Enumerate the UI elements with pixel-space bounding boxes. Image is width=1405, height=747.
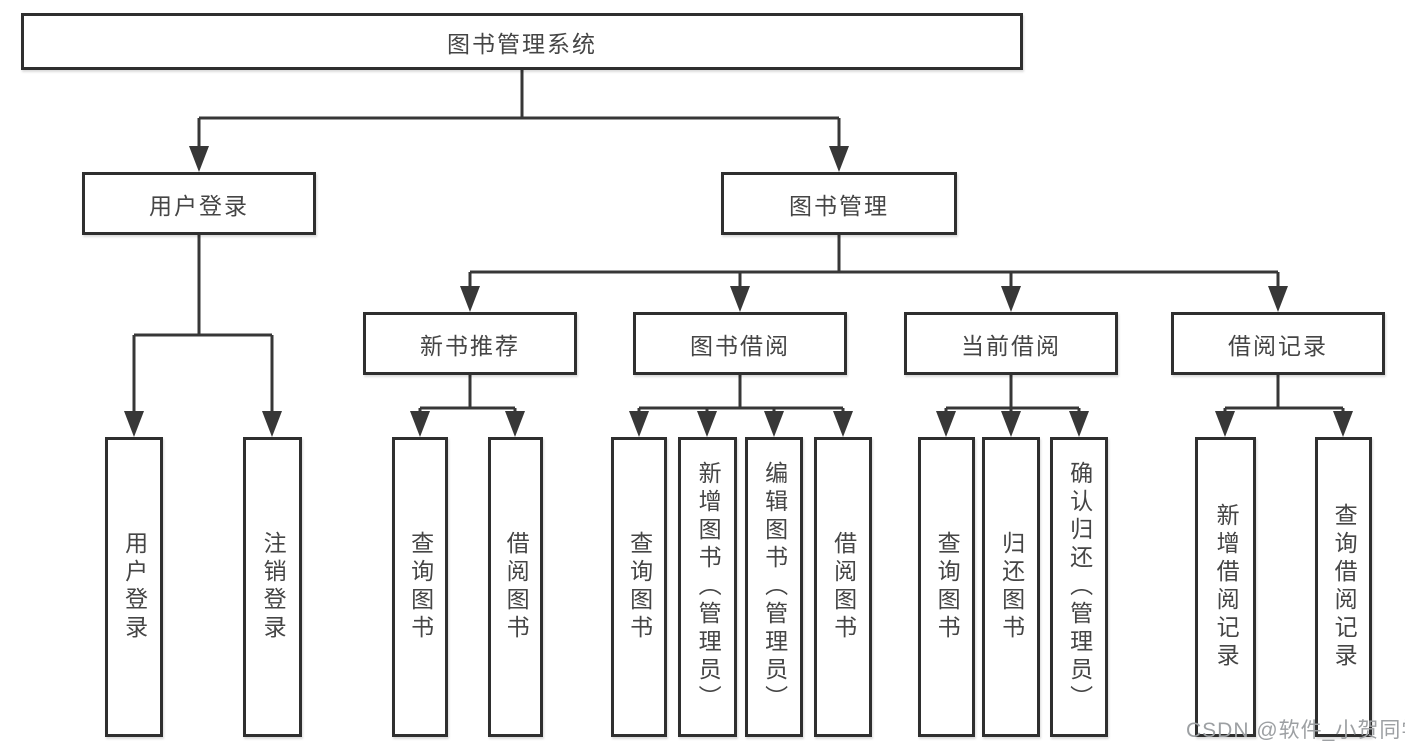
- node-leaf-add-borrow-record: 新增借阅记录: [1195, 437, 1256, 737]
- node-label: 新增图书（管理员）: [695, 461, 722, 713]
- node-current-borrowing: 当前借阅: [904, 312, 1118, 375]
- arrow-down-icon: [1001, 286, 1021, 312]
- arrow-down-icon: [189, 146, 209, 172]
- arrow-down-icon: [730, 286, 750, 312]
- arrow-down-icon: [936, 411, 956, 437]
- node-leaf-query-borrow-record: 查询借阅记录: [1315, 437, 1372, 737]
- connector-borrow-records-children: [1223, 375, 1345, 416]
- node-label: 用户登录: [149, 192, 249, 219]
- node-root-library-system: 图书管理系统: [21, 13, 1023, 70]
- connector-paths: [132, 70, 1345, 416]
- arrow-down-icon: [1268, 286, 1288, 312]
- node-book-borrowing: 图书借阅: [633, 312, 847, 375]
- node-label: 注销登录: [260, 531, 287, 643]
- connector-new-book-children: [418, 375, 517, 416]
- connector-book-mgmt-children: [468, 235, 1280, 292]
- node-label: 当前借阅: [961, 332, 1061, 359]
- node-leaf-query-books-recommend: 查询图书: [392, 437, 448, 737]
- arrow-down-icon: [460, 286, 480, 312]
- csdn-watermark: CSDN @软件_小贺同学: [1186, 719, 1405, 742]
- node-label: 查询图书: [934, 531, 961, 643]
- node-leaf-query-books-current: 查询图书: [918, 437, 975, 737]
- node-label: 查询图书: [407, 531, 434, 643]
- arrowhead-icons: [124, 146, 1353, 437]
- node-label: 确认归还（管理员）: [1066, 461, 1093, 713]
- arrow-down-icon: [1333, 411, 1353, 437]
- node-leaf-add-book-admin: 新增图书（管理员）: [678, 437, 737, 737]
- node-label: 编辑图书（管理员）: [761, 461, 788, 713]
- node-label: 图书借阅: [690, 332, 790, 359]
- node-label: 归还图书: [998, 531, 1025, 643]
- node-leaf-borrow-books-recommend: 借阅图书: [488, 437, 543, 737]
- node-new-book-recommend: 新书推荐: [363, 312, 577, 375]
- node-borrowing-records: 借阅记录: [1171, 312, 1385, 375]
- node-leaf-logout: 注销登录: [243, 437, 302, 737]
- arrow-down-icon: [829, 146, 849, 172]
- connector-root-to-level2: [197, 70, 841, 150]
- connector-book-borrow-children: [637, 375, 845, 416]
- connector-current-borrow-children: [944, 375, 1081, 416]
- node-label: 图书管理: [789, 192, 889, 219]
- arrow-down-icon: [697, 411, 717, 437]
- node-label: 借阅图书: [503, 531, 530, 643]
- node-label: 图书管理系统: [447, 30, 597, 57]
- node-leaf-return-books: 归还图书: [982, 437, 1040, 737]
- node-label: 用户登录: [121, 531, 148, 643]
- arrow-down-icon: [124, 411, 144, 437]
- node-label: 借阅记录: [1228, 332, 1328, 359]
- node-leaf-edit-book-admin: 编辑图书（管理员）: [745, 437, 803, 737]
- arrow-down-icon: [764, 411, 784, 437]
- node-leaf-query-books-borrowing: 查询图书: [611, 437, 667, 737]
- node-book-management: 图书管理: [721, 172, 957, 235]
- arrow-down-icon: [262, 411, 282, 437]
- node-label: 查询借阅记录: [1331, 503, 1358, 671]
- node-label: 借阅图书: [830, 531, 857, 643]
- connector-user-login-children: [132, 235, 274, 415]
- node-leaf-user-login: 用户登录: [105, 437, 163, 737]
- node-label: 新增借阅记录: [1213, 503, 1240, 671]
- node-leaf-confirm-return-admin: 确认归还（管理员）: [1050, 437, 1108, 737]
- arrow-down-icon: [1001, 411, 1021, 437]
- arrow-down-icon: [1069, 411, 1089, 437]
- node-label: 查询图书: [626, 531, 653, 643]
- arrow-down-icon: [410, 411, 430, 437]
- arrow-down-icon: [1215, 411, 1235, 437]
- node-leaf-borrow-books-borrowing: 借阅图书: [814, 437, 872, 737]
- arrow-down-icon: [629, 411, 649, 437]
- node-user-login: 用户登录: [82, 172, 316, 235]
- arrow-down-icon: [833, 411, 853, 437]
- arrow-down-icon: [505, 411, 525, 437]
- node-label: 新书推荐: [420, 332, 520, 359]
